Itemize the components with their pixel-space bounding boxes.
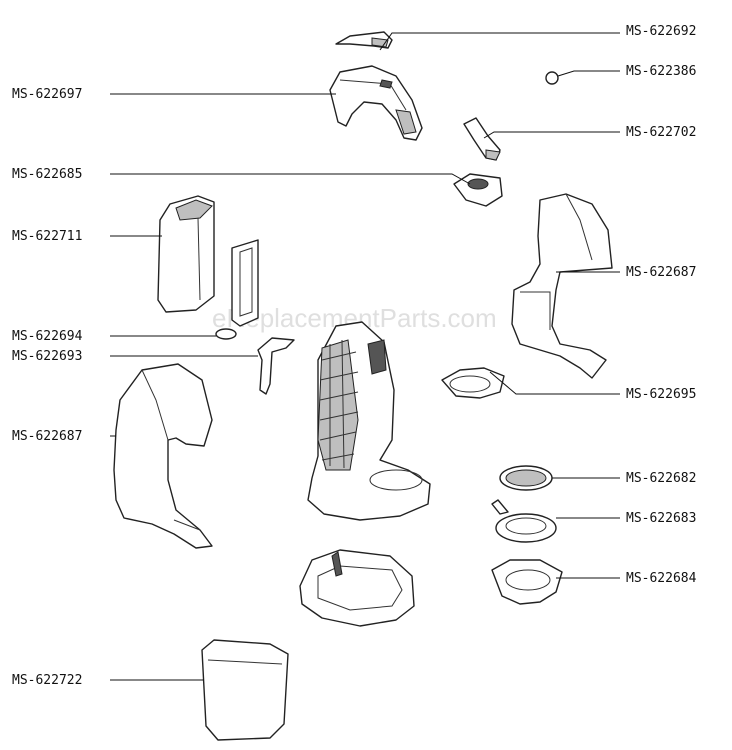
part-622386-drawing [545,71,559,85]
part-622711-drawing [157,195,215,313]
leader-622695 [489,371,620,395]
label-622695: MS-622695 [626,387,696,402]
label-622702: MS-622702 [626,125,696,140]
part-622702-drawing [463,117,501,161]
part-622722-drawing [201,639,289,741]
part-622693-drawing [257,337,295,395]
part-622697-drawing [329,65,423,141]
part-622687-right-drawing [511,193,613,379]
label-622687-right: MS-622687 [626,265,696,280]
label-622692: MS-622692 [626,24,696,39]
base-plate-drawing [299,549,415,627]
label-622685: MS-622685 [12,167,82,182]
part-labels: MS-622692 MS-622386 MS-622697 MS-622702 … [12,24,697,688]
label-622684: MS-622684 [626,571,697,586]
part-622683-drawing [491,499,557,543]
main-body-drawing [307,321,431,521]
label-622683: MS-622683 [626,511,696,526]
leader-lines [110,32,620,681]
leader-622702 [483,131,620,139]
leader-622685 [110,173,471,185]
label-622682: MS-622682 [626,471,696,486]
part-622682-drawing [499,465,553,491]
label-622722: MS-622722 [12,673,82,688]
leader-622386 [557,70,620,77]
label-622687-left: MS-622687 [12,429,82,444]
label-622697: MS-622697 [12,87,82,102]
leader-622692 [379,32,620,51]
part-622687-left-drawing [113,363,213,549]
part-622695-drawing [441,367,505,399]
part-622694-drawing [215,239,259,340]
part-622692-drawing [335,31,393,49]
label-622711: MS-622711 [12,229,82,244]
part-622684-drawing [491,559,563,605]
label-622694: MS-622694 [12,329,83,344]
label-622386: MS-622386 [626,64,696,79]
label-622693: MS-622693 [12,349,82,364]
